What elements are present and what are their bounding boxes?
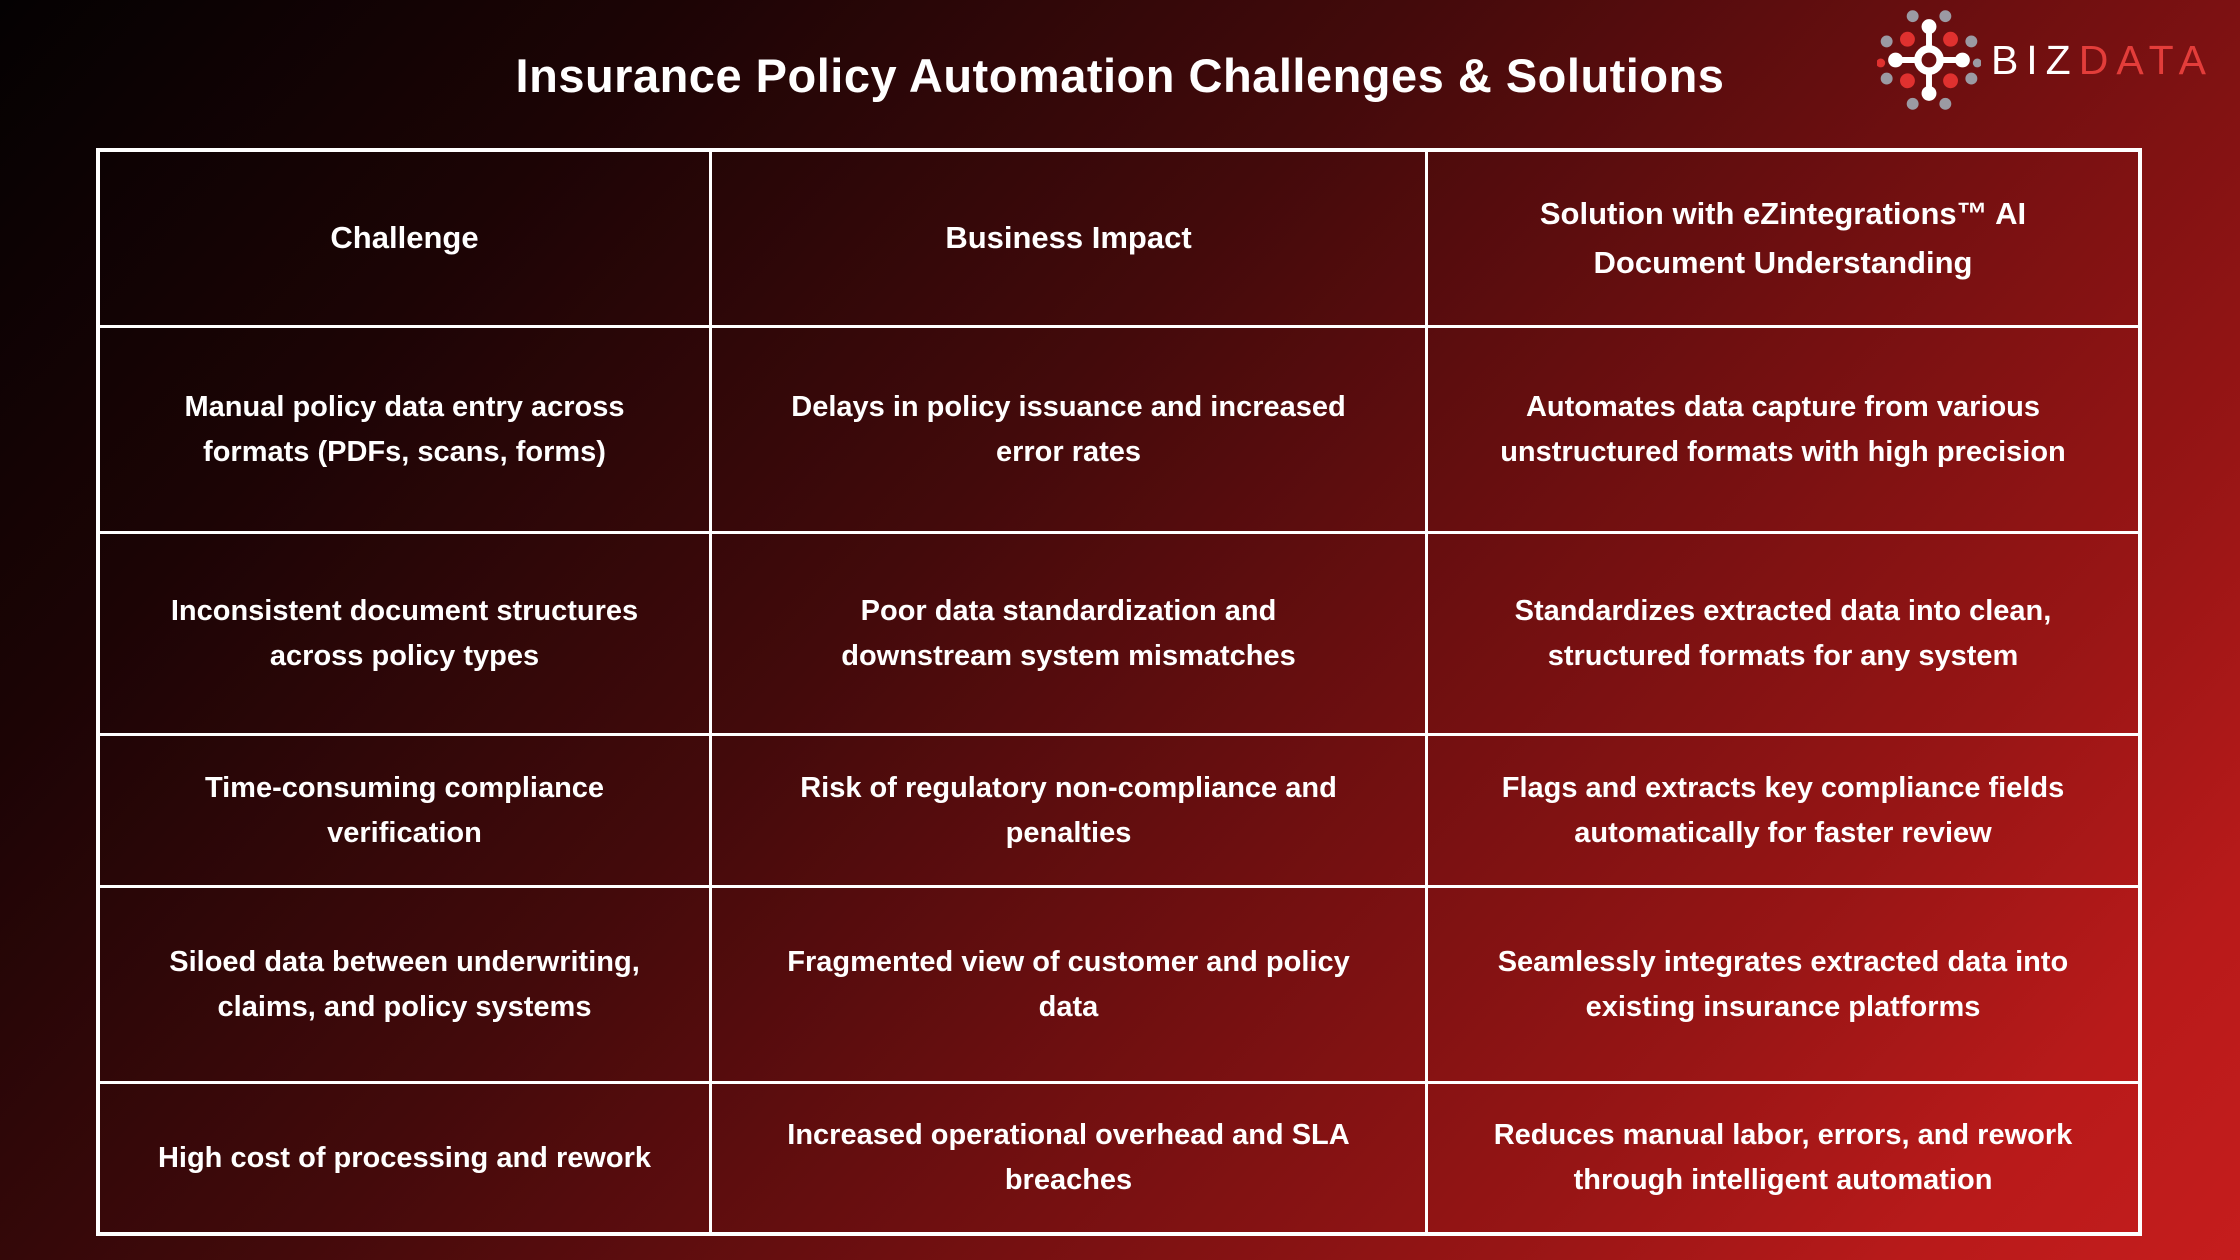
logo-text-data: DATA xyxy=(2078,36,2214,83)
column-header-challenge: Challenge xyxy=(100,152,712,328)
table-cell-r5-impact: Increased operational overhead and SLA b… xyxy=(712,1084,1428,1232)
table-cell-r2-solution: Standardizes extracted data into clean, … xyxy=(1428,534,2138,736)
table-cell-r1-impact: Delays in policy issuance and increased … xyxy=(712,328,1428,534)
bizdata-logo: BIZDATA xyxy=(1876,8,2214,112)
table-cell-r3-challenge: Time-consuming compliance verification xyxy=(100,736,712,888)
table-cell-r3-impact: Risk of regulatory non-compliance and pe… xyxy=(712,736,1428,888)
column-header-business-impact: Business Impact xyxy=(712,152,1428,328)
column-header-solution: Solution with eZintegrations™ AI Documen… xyxy=(1428,152,2138,328)
logo-wordmark: BIZDATA xyxy=(1991,37,2214,84)
table-cell-r4-impact: Fragmented view of customer and policy d… xyxy=(712,888,1428,1084)
network-hub-icon xyxy=(1876,8,1981,112)
table-cell-r4-challenge: Siloed data between underwriting, claims… xyxy=(100,888,712,1084)
table-cell-r2-challenge: Inconsistent document structures across … xyxy=(100,534,712,736)
table-cell-r5-solution: Reduces manual labor, errors, and rework… xyxy=(1493,1119,2073,1196)
comparison-table: Challenge Business Impact Solution with … xyxy=(96,148,2142,1236)
page-title: Insurance Policy Automation Challenges &… xyxy=(515,49,1725,102)
table-cell-r3-solution: Flags and extracts key compliance fields… xyxy=(1428,736,2138,888)
table-cell-r5-challenge: High cost of processing and rework xyxy=(100,1084,712,1232)
table-cell-r4-solution: Seamlessly integrates extracted data int… xyxy=(1428,888,2138,1084)
logo-text-biz: BIZ xyxy=(1990,36,2079,83)
table-cell-r1-challenge: Manual policy data entry across formats … xyxy=(100,328,712,534)
table-cell-r2-impact: Poor data standardization and downstream… xyxy=(712,534,1428,736)
table-cell-r1-solution: Automates data capture from various unst… xyxy=(1428,328,2138,534)
